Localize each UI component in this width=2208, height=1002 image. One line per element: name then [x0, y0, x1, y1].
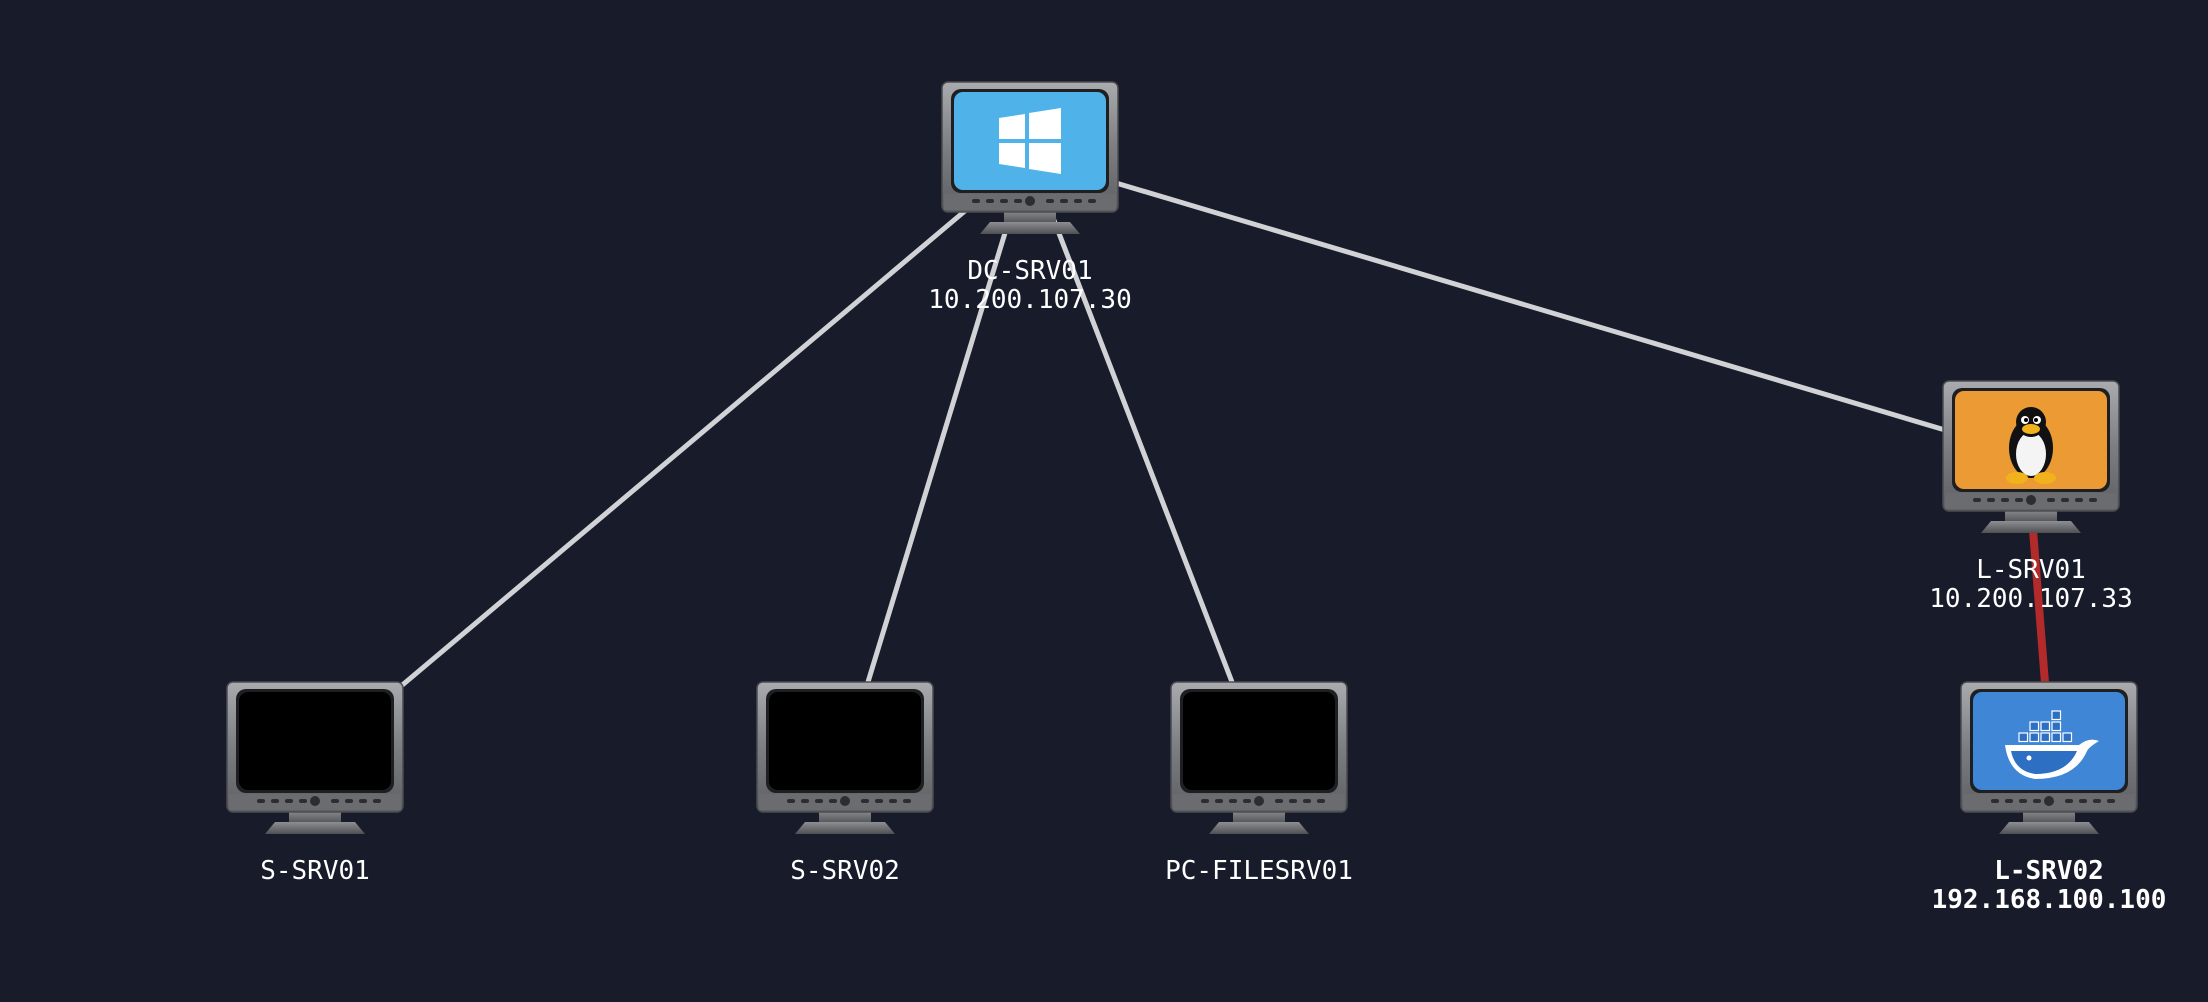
- connection-lines: [397, 180, 2049, 690]
- linux-penguin-icon: [2006, 407, 2056, 484]
- monitor-icon: [756, 681, 934, 834]
- screen: [239, 692, 391, 790]
- monitor-icon: [226, 681, 404, 834]
- node-name-label: L-SRV01: [1976, 555, 2086, 585]
- node-name-label: L-SRV02: [1994, 856, 2104, 886]
- screen: [954, 92, 1106, 190]
- node-name-label: S-SRV02: [790, 856, 900, 886]
- node-ip-label: 10.200.107.33: [1929, 584, 2133, 614]
- node-ip-label: 10.200.107.30: [928, 285, 1132, 315]
- edge-dc-srv01-to-l-srv01[interactable]: [1113, 180, 1948, 433]
- edge-dc-srv01-to-pc-filesrv01[interactable]: [1047, 207, 1235, 685]
- hosts: DC-SRV0110.200.107.30L-SRV0110.200.107.3…: [226, 81, 2167, 915]
- node-name-label: S-SRV01: [260, 856, 370, 886]
- node-name-label: DC-SRV01: [967, 256, 1092, 286]
- screen: [1183, 692, 1335, 790]
- edge-dc-srv01-to-s-srv01[interactable]: [397, 202, 975, 690]
- screen: [769, 692, 921, 790]
- node-name-label: PC-FILESRV01: [1165, 856, 1353, 886]
- node-s-srv01[interactable]: S-SRV01: [226, 681, 404, 886]
- monitor-icon: [1170, 681, 1348, 834]
- windows-logo-icon: [999, 108, 1061, 174]
- node-s-srv02[interactable]: S-SRV02: [756, 681, 934, 886]
- edge-l-srv01-to-l-srv02[interactable]: [2029, 526, 2049, 687]
- docker-whale-icon: [2005, 710, 2099, 779]
- node-ip-label: 192.168.100.100: [1932, 885, 2167, 915]
- monitor-icon: [941, 81, 1119, 234]
- edge-dc-srv01-to-s-srv02[interactable]: [865, 207, 1015, 685]
- node-pc-filesrv01[interactable]: PC-FILESRV01: [1165, 681, 1353, 886]
